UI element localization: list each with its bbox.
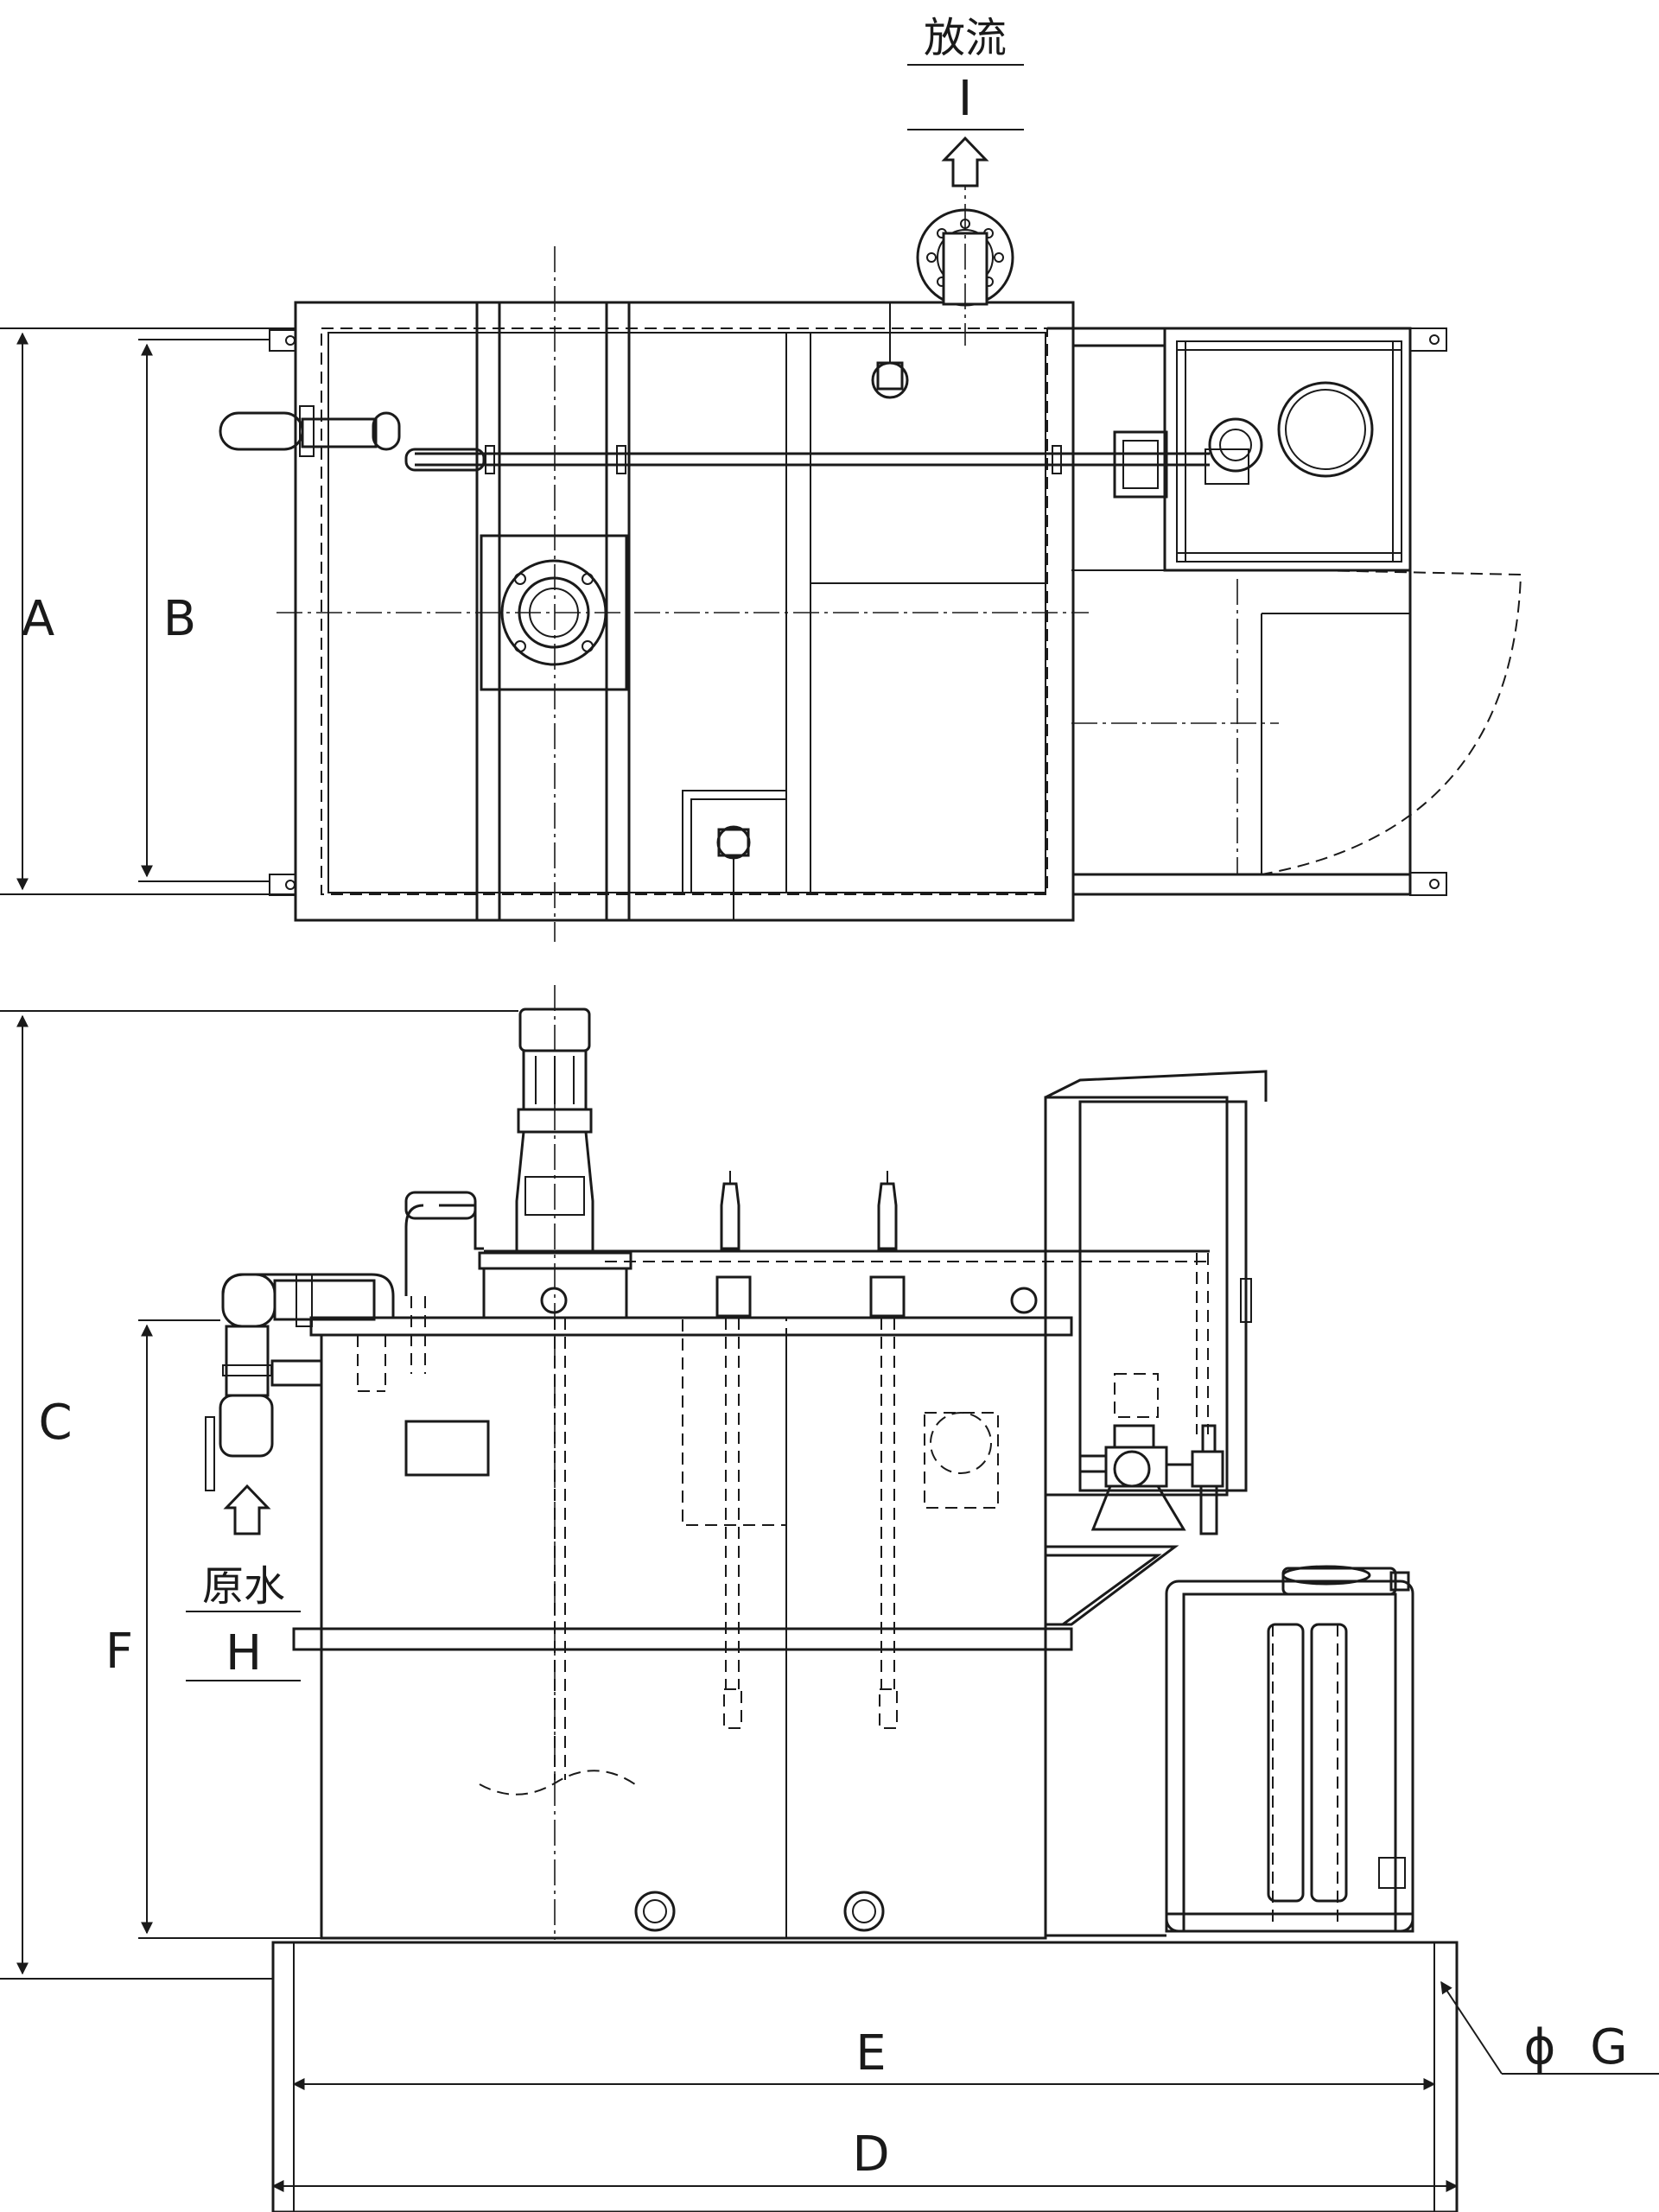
plan-mount-tabs <box>269 327 1447 896</box>
sight-window <box>404 1420 490 1477</box>
dim-label-e: E <box>855 2025 886 2082</box>
inlet-pipe <box>205 1273 395 1491</box>
plan-inlet-pipe <box>219 405 401 457</box>
dim-label-b: B <box>163 591 196 647</box>
dim-label-f: F <box>105 1624 133 1680</box>
door-swing-arc <box>1071 569 1522 875</box>
dim-label-c: C <box>38 1395 72 1451</box>
level-switch-left <box>715 1171 752 1729</box>
control-panel <box>1044 1070 1268 1497</box>
dim-label-d: D <box>852 2126 889 2183</box>
dim-label-a: A <box>22 591 54 647</box>
dim-label-g-prefix: ϕ <box>1524 2019 1556 2075</box>
plan-equipment-box <box>1113 327 1412 572</box>
outlet-label: 放流 <box>924 14 1007 62</box>
dim-label-i: I <box>958 71 973 127</box>
chemical-drum <box>1165 1565 1414 1933</box>
dim-label-g: G <box>1590 2019 1627 2075</box>
base-plinth <box>271 1941 1459 2212</box>
plan-tank-inner <box>321 327 1048 895</box>
dim-label-h: H <box>226 1625 262 1681</box>
elevation-view <box>0 985 1659 2212</box>
inlet-label: 原水 <box>202 1562 285 1611</box>
metering-pump <box>1078 1373 1224 1535</box>
tank-reinforcing-band <box>292 1627 1073 1651</box>
plan-view <box>0 64 1522 942</box>
plan-frame-outer <box>294 301 1075 922</box>
level-switch-right <box>869 1171 906 1729</box>
